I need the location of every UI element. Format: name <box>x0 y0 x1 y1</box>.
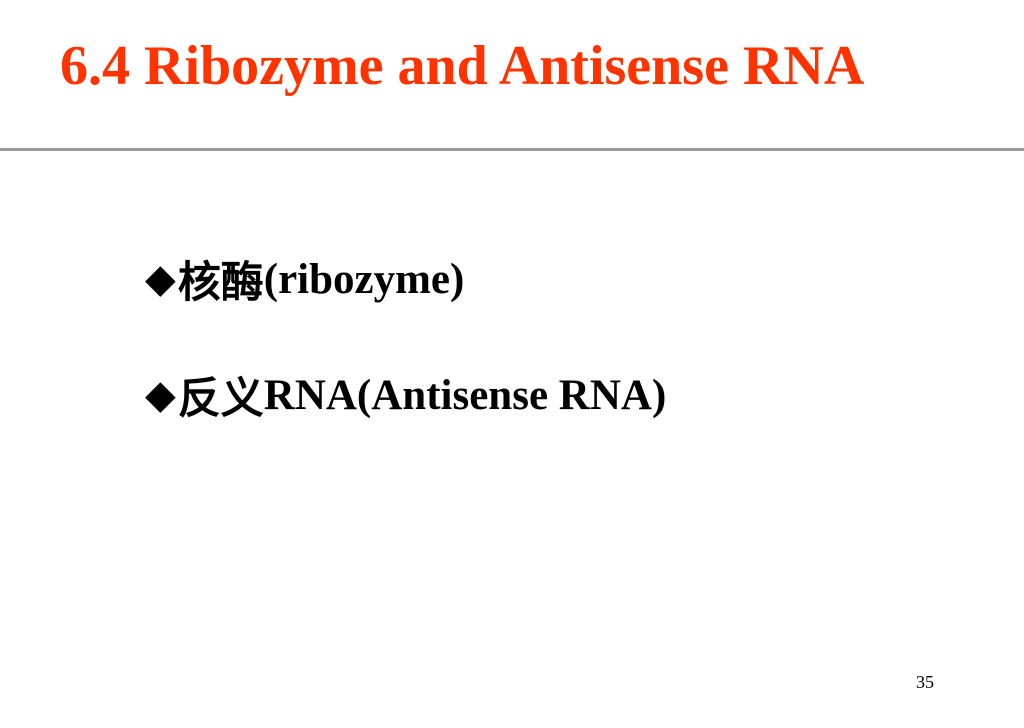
title-divider <box>0 148 1024 151</box>
diamond-bullet-icon: ◆ <box>145 256 176 302</box>
bullet-cjk-text: 核酶 <box>177 258 264 308</box>
bullet-text: RNA(Antisense RNA) <box>263 371 667 419</box>
bullet-item-antisense-rna: ◆ 反义 RNA(Antisense RNA) <box>145 366 667 425</box>
page-number: 35 <box>916 672 934 692</box>
bullet-cjk-text: 反义 <box>177 374 264 424</box>
bullet-item-ribozyme: ◆ 核酶 (ribozyme) <box>145 250 666 309</box>
slide-title: 6.4 Ribozyme and Antisense RNA <box>60 35 865 97</box>
diamond-bullet-icon: ◆ <box>145 372 176 418</box>
bullet-list: ◆ 核酶 (ribozyme) ◆ 反义 RNA(Antisense RNA) <box>145 250 666 482</box>
bullet-text: (ribozyme) <box>263 255 465 303</box>
